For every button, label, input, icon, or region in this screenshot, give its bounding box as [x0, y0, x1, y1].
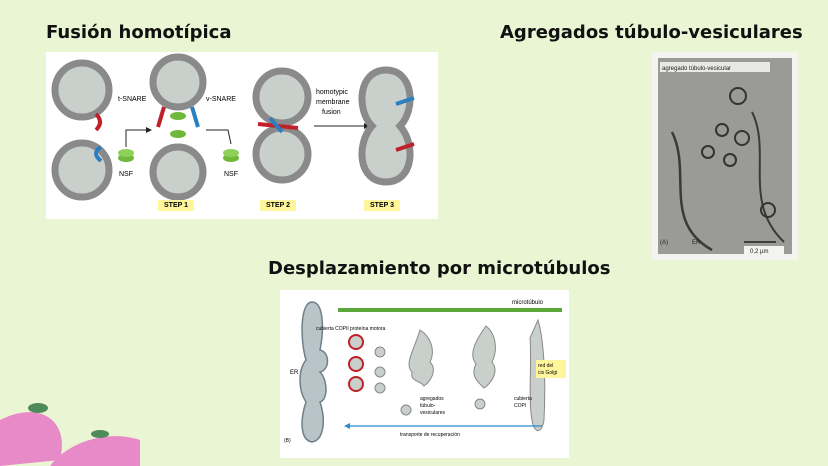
- transport-svg: microtúbulo ER (B) cubierta COPII proteí…: [284, 300, 566, 444]
- desplazamiento-title: Desplazamiento por microtúbulos: [268, 258, 611, 279]
- v-snare: [190, 106, 200, 128]
- agregados-3: vesiculares: [420, 410, 446, 416]
- v-snare-label: v-SNARE: [206, 96, 236, 103]
- er-shape: [299, 301, 329, 443]
- nsf-icon: [118, 149, 134, 157]
- vesicle-micrograph: [729, 87, 747, 105]
- copii-vesicle: [348, 356, 364, 372]
- aggregate: [472, 325, 496, 389]
- arrow-head: [344, 423, 350, 429]
- motora-label: proteína motora: [350, 326, 386, 332]
- vesicle-step1-top: [149, 53, 207, 111]
- agregados-title: Agregados túbulo-vesiculares: [500, 22, 803, 43]
- decor-leaf: [91, 430, 109, 438]
- fusion-label: fusion: [322, 109, 341, 116]
- agregados-2: túbulo-: [420, 403, 436, 409]
- vesicle-micrograph: [723, 153, 737, 167]
- arrow: [125, 129, 146, 147]
- homotypic-label: homotypic: [316, 89, 348, 96]
- vesicle-left-bottom: [51, 139, 113, 201]
- nsf-icon: [170, 130, 186, 138]
- vesicle-step1-bottom: [149, 143, 207, 201]
- corner-decoration: [0, 403, 140, 466]
- copi-2: COPI: [514, 403, 526, 409]
- transport-diagram: microtúbulo ER (B) cubierta COPII proteí…: [280, 290, 569, 458]
- micrograph-letter: (A): [660, 240, 668, 246]
- copii-vesicle: [348, 376, 364, 392]
- vesicle-step2-top: [252, 67, 312, 127]
- microtubulo-label: microtúbulo: [512, 300, 544, 306]
- nsf-icon: [170, 112, 186, 120]
- decor-blob: [0, 412, 62, 466]
- arrow-head: [364, 123, 370, 129]
- red-1: red del: [538, 363, 553, 369]
- t-snare-left: [94, 112, 102, 132]
- step1-badge: STEP 1: [158, 200, 194, 211]
- micrograph-svg: agregado túbulo-vesicular (A) ER 0,2 µm: [658, 58, 792, 255]
- copi-1: cubierta: [514, 396, 532, 402]
- vesicle-left-top: [51, 59, 113, 121]
- aggregate: [408, 329, 434, 387]
- fusion-title: Fusión homotípica: [46, 22, 232, 43]
- vesicle: [374, 366, 386, 378]
- nsf-label-1: NSF: [119, 171, 133, 178]
- vesicle-micrograph: [715, 123, 729, 137]
- decor-leaf: [28, 403, 48, 413]
- nsf-icon: [223, 149, 239, 157]
- scale-label: 0,2 µm: [750, 249, 768, 255]
- vesicle: [474, 398, 486, 410]
- vesicle-micrograph: [701, 145, 715, 159]
- er-membrane: [670, 131, 713, 252]
- v-snare-left: [94, 145, 103, 163]
- v-snare: [268, 116, 284, 134]
- arrow-head: [146, 127, 152, 133]
- red-2: cis Golgi: [538, 370, 557, 376]
- fused-vesicle: [358, 66, 414, 186]
- nsf-label-2: NSF: [224, 171, 238, 178]
- panel-b-letter: (B): [284, 438, 291, 444]
- step2-badge: STEP 2: [260, 200, 296, 211]
- er-label: ER: [290, 370, 299, 376]
- decor-blob: [50, 436, 140, 466]
- t-snare-label: t-SNARE: [118, 96, 147, 103]
- vesicle-micrograph: [760, 202, 776, 218]
- golgi-label-box: [536, 360, 566, 378]
- transporte-label: transporte de recuperación: [400, 432, 460, 438]
- agregados-1: agregados: [420, 396, 444, 402]
- arrow: [206, 129, 232, 145]
- fusion-svg: NSF t-SNARE v-SNARE NSF homotypic membra…: [51, 53, 415, 201]
- vesicle: [400, 404, 412, 416]
- micrograph-label: agregado túbulo-vesicular: [662, 66, 731, 72]
- copii-vesicle: [348, 334, 364, 350]
- step3-badge: STEP 3: [364, 200, 400, 211]
- vesicle: [374, 382, 386, 394]
- vesicle-step2-bottom: [252, 124, 312, 184]
- t-snare: [395, 142, 415, 152]
- copii-label: cubierta COPII: [316, 326, 349, 332]
- er-membrane: [751, 111, 785, 243]
- fusion-diagram: NSF t-SNARE v-SNARE NSF homotypic membra…: [46, 52, 438, 219]
- micrograph-er: ER: [692, 240, 701, 246]
- membrane-label: membrane: [316, 99, 350, 106]
- micrograph-panel: agregado túbulo-vesicular (A) ER 0,2 µm: [652, 52, 798, 260]
- vesicle: [374, 346, 386, 358]
- t-snare: [156, 106, 166, 128]
- vesicle-micrograph: [734, 130, 750, 146]
- v-snare: [395, 96, 415, 106]
